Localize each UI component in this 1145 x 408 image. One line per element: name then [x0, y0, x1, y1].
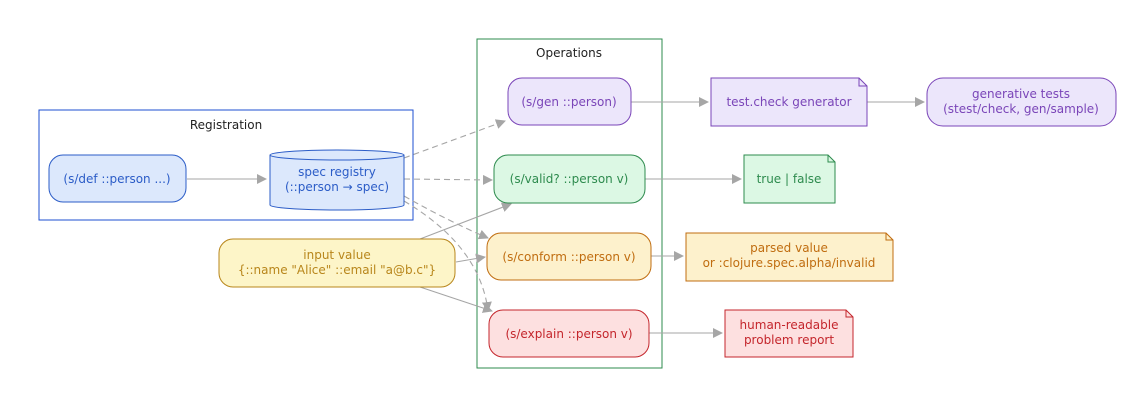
node-truefalse-shape	[743, 154, 836, 204]
node-gentests-line-1: generative tests	[972, 87, 1070, 101]
node-generator-fold	[858, 78, 867, 87]
node-registry-top-rim	[269, 154, 405, 161]
node-parsed-shape	[685, 232, 894, 282]
node-svalid-line-1: (s/valid? ::person v)	[510, 172, 629, 186]
node-truefalse-line-1: true | false	[757, 172, 822, 186]
node-sgen: (s/gen ::person)	[507, 77, 632, 126]
node-input: input value {::name "Alice" ::email "a@b…	[218, 238, 456, 288]
node-registry: spec registry (::person → spec)	[269, 149, 405, 211]
node-parsed-line-1: parsed value	[750, 241, 828, 255]
node-sconform-line-1: (s/conform ::person v)	[502, 250, 635, 264]
node-gentests: generative tests (stest/check, gen/sampl…	[926, 77, 1117, 127]
edge-registry-to-svalid	[403, 174, 493, 185]
operations-cluster-label: Operations	[536, 46, 602, 60]
node-registry-line-2: (::person → spec)	[285, 180, 389, 194]
edge-input-to-sconform	[455, 253, 486, 264]
node-sexplain-shape	[488, 309, 650, 358]
edge-input-to-sexplain	[419, 286, 493, 313]
node-sdef-shape	[48, 154, 187, 203]
node-sconform-shape	[486, 232, 652, 281]
node-sconform: (s/conform ::person v)	[486, 232, 652, 281]
edge-registry-to-sconform	[403, 195, 489, 240]
node-sgen-line-1: (s/gen ::person)	[521, 95, 616, 109]
node-registry-line-1: spec registry	[298, 165, 376, 179]
node-report: human-readable problem report	[724, 309, 854, 358]
node-input-line-1: input value	[303, 248, 370, 262]
edge-input-to-svalid	[419, 202, 512, 240]
node-report-fold	[845, 310, 853, 318]
node-truefalse: true | false	[743, 154, 836, 204]
node-registry-shape	[269, 149, 405, 211]
node-gentests-line-2: (stest/check, gen/sample)	[943, 102, 1099, 116]
node-report-line-2: problem report	[744, 333, 834, 347]
node-truefalse-fold	[827, 155, 835, 163]
node-sexplain: (s/explain ::person v)	[488, 309, 650, 358]
node-generator-line-1: test.check generator	[726, 95, 851, 109]
node-svalid: (s/valid? ::person v)	[493, 154, 646, 204]
node-parsed: parsed value or :clojure.spec.alpha/inva…	[685, 232, 894, 282]
node-svalid-shape	[493, 154, 646, 204]
registration-cluster-border	[38, 109, 414, 221]
node-sgen-shape	[507, 77, 632, 126]
operations-cluster-border	[476, 38, 663, 369]
node-report-shape	[724, 309, 854, 358]
node-report-line-1: human-readable	[740, 318, 839, 332]
registration-cluster-label: Registration	[190, 118, 262, 132]
node-gentests-shape	[926, 77, 1117, 127]
node-parsed-fold	[885, 233, 893, 241]
node-generator-shape	[710, 77, 868, 127]
edge-registry-to-sgen	[403, 119, 506, 159]
node-sdef-line-1: (s/def ::person ...)	[63, 172, 170, 186]
node-input-line-2: {::name "Alice" ::email "a@b.c"}	[238, 263, 436, 277]
node-input-shape	[218, 238, 456, 288]
registration-cluster: Registration	[38, 109, 414, 221]
operations-cluster: Operations	[476, 38, 663, 369]
node-generator: test.check generator	[710, 77, 868, 127]
node-sexplain-line-1: (s/explain ::person v)	[505, 327, 632, 341]
edges	[187, 97, 925, 338]
node-sdef: (s/def ::person ...)	[48, 154, 187, 203]
node-parsed-line-2: or :clojure.spec.alpha/invalid	[703, 256, 876, 270]
